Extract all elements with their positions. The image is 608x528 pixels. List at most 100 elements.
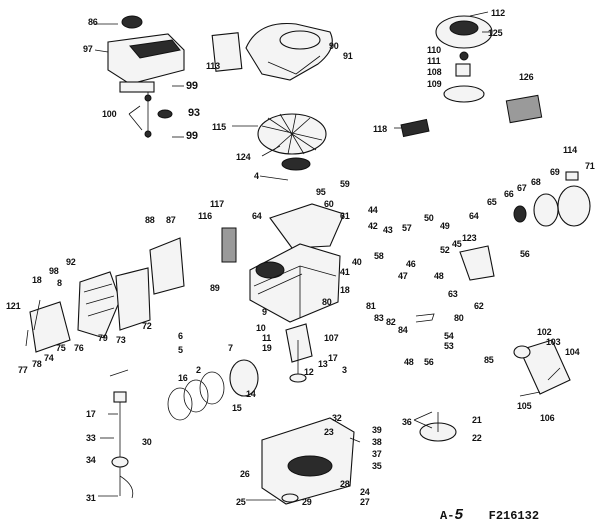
callout-label: 18 — [32, 275, 42, 285]
callout-label: 17 — [86, 409, 96, 419]
page-number: 5 — [454, 507, 464, 524]
callout-label: 117 — [210, 199, 224, 209]
callout-label: 6 — [178, 331, 183, 341]
callout-label: 61 — [340, 211, 350, 221]
callout-label: 115 — [212, 122, 226, 132]
callout-label: 123 — [462, 233, 477, 243]
callout-label: 126 — [519, 72, 534, 82]
callout-label: 38 — [372, 437, 382, 447]
callout-label: 8 — [57, 278, 62, 288]
callout-label: 75 — [56, 343, 66, 353]
callout-label: 97 — [83, 44, 93, 54]
callout-label: 88 — [145, 215, 155, 225]
callout-label: 68 — [531, 177, 541, 187]
page-footer: A-5 F216132 — [440, 508, 539, 523]
callout-label: 83 — [374, 313, 384, 323]
crankshaft-part — [285, 323, 313, 383]
callout-label: 99 — [186, 130, 198, 142]
callout-label: 80 — [454, 313, 464, 323]
callout-label: 76 — [74, 343, 84, 353]
callout-label: 125 — [488, 28, 503, 38]
callout-label: 66 — [504, 189, 514, 199]
carburetor-part — [77, 267, 151, 339]
engine-block-part — [249, 243, 341, 323]
callout-label: 59 — [340, 179, 350, 189]
callout-label: 105 — [517, 401, 532, 411]
callout-label: 72 — [142, 321, 152, 331]
callout-label: 69 — [550, 167, 560, 177]
callout-label: 4 — [254, 171, 259, 181]
callout-label: 47 — [398, 271, 408, 281]
callout-label: 11 — [262, 333, 272, 343]
callout-label: 15 — [232, 403, 242, 413]
bracket-part — [149, 237, 185, 295]
callout-label: 110 — [427, 45, 441, 55]
callout-label: 32 — [332, 413, 342, 423]
callout-label: 46 — [406, 259, 416, 269]
callout-label: 109 — [427, 79, 442, 89]
callout-label: 84 — [398, 325, 408, 335]
intake-part — [459, 245, 495, 281]
callout-label: 89 — [210, 283, 220, 293]
callout-label: 52 — [440, 245, 450, 255]
callout-label: 49 — [440, 221, 450, 231]
callout-label: 19 — [262, 343, 272, 353]
callout-label: 113 — [206, 61, 220, 71]
callout-label: 67 — [517, 183, 527, 193]
air-filter-part — [513, 171, 591, 227]
callout-label: 10 — [256, 323, 266, 333]
callout-label: 33 — [86, 433, 96, 443]
callout-label: 2 — [196, 365, 201, 375]
callout-label: 102 — [537, 327, 552, 337]
callout-label: 41 — [340, 267, 350, 277]
callout-label: 104 — [565, 347, 580, 357]
callout-label: 106 — [540, 413, 555, 423]
callout-label: 82 — [386, 317, 396, 327]
page-label: A- — [440, 509, 455, 523]
dipstick-part — [111, 391, 134, 499]
callout-label: 30 — [142, 437, 152, 447]
muffler-part — [513, 339, 571, 395]
callout-label: 91 — [343, 51, 353, 61]
callout-label: 7 — [228, 343, 233, 353]
callout-label: 37 — [372, 449, 382, 459]
callout-label: 80 — [322, 297, 332, 307]
shield-part — [211, 32, 243, 72]
callout-label: 118 — [373, 124, 387, 134]
figure-code: F216132 — [488, 509, 540, 523]
callout-label: 79 — [98, 333, 108, 343]
blower-housing-part — [245, 22, 333, 81]
callout-label: 74 — [44, 353, 54, 363]
callout-label: 87 — [166, 215, 176, 225]
callout-label: 81 — [366, 301, 376, 311]
callout-label: 25 — [236, 497, 246, 507]
callout-label: 26 — [240, 469, 250, 479]
gear-part — [419, 412, 457, 442]
callout-label: 107 — [324, 333, 339, 343]
callout-label: 71 — [585, 161, 595, 171]
callout-label: 92 — [66, 257, 76, 267]
callout-label: 18 — [340, 285, 350, 295]
callout-label: 34 — [86, 455, 96, 465]
callout-label: 31 — [86, 493, 96, 503]
callout-label: 60 — [324, 199, 334, 209]
callout-label: 56 — [424, 357, 434, 367]
callout-label: 16 — [178, 373, 188, 383]
callout-label: 28 — [340, 479, 350, 489]
leader-lines — [25, 11, 561, 501]
governor-part — [221, 227, 237, 263]
callout-label: 43 — [383, 225, 393, 235]
callout-label: 95 — [316, 187, 326, 197]
rotating-screen-part — [435, 15, 493, 103]
callout-label: 36 — [402, 417, 412, 427]
callout-label: 17 — [328, 353, 338, 363]
callout-label: 98 — [49, 266, 59, 276]
callout-label: 85 — [484, 355, 494, 365]
callout-label: 12 — [304, 367, 314, 377]
callout-label: 3 — [342, 365, 347, 375]
callout-label: 45 — [452, 239, 462, 249]
callout-label: 50 — [424, 213, 434, 223]
callout-label: 48 — [404, 357, 414, 367]
